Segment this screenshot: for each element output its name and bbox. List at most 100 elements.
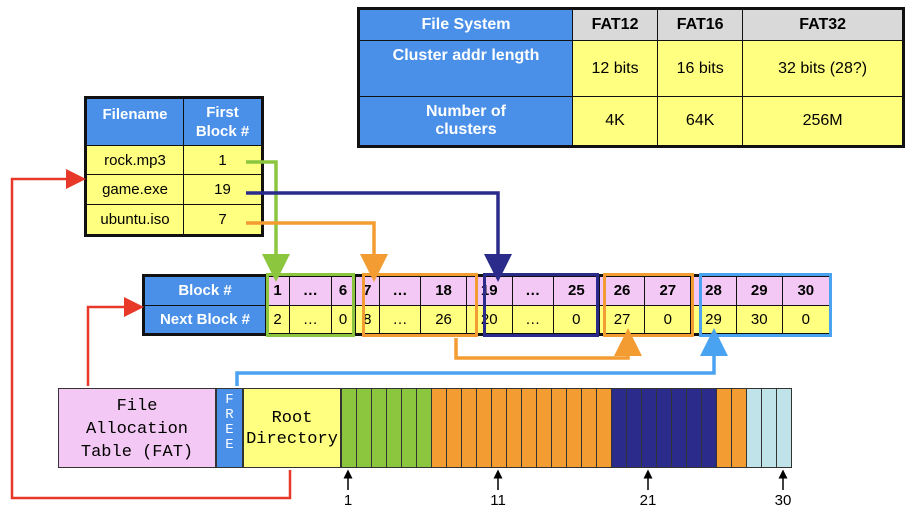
fat-row-label-next: Next Block #	[143, 304, 266, 335]
dir-first-block: 19	[183, 174, 263, 205]
fat-next-cell: 2	[264, 304, 291, 335]
fat-next-cell: 0	[330, 304, 356, 335]
fat-block-cell: 25	[552, 275, 600, 306]
disk-block	[491, 388, 507, 468]
fat-block-cell: 7	[354, 275, 380, 306]
disk-root-directory: Root Directory	[243, 388, 341, 468]
fat-next-cell: …	[378, 304, 422, 335]
tick-label: 21	[639, 492, 657, 509]
fat-next-cell: 0	[781, 304, 832, 335]
free-letter: F	[225, 392, 234, 408]
fat-next-cell: 0	[552, 304, 600, 335]
fat-next-cell: 27	[598, 304, 646, 335]
arrow-fat-to-table	[86, 297, 144, 386]
dir-filename: ubuntu.iso	[85, 203, 184, 237]
fat-region-line: File	[116, 397, 158, 416]
dir-header-first-block: First Block #	[183, 97, 263, 146]
fs-cell: 256M	[742, 96, 904, 147]
free-letter: R	[225, 407, 234, 423]
fat-next-cell: 0	[644, 304, 692, 335]
fs-header-label: File System	[358, 8, 573, 41]
fat-block-cell: 19	[465, 275, 513, 306]
disk-block	[446, 388, 462, 468]
disk-block	[671, 388, 687, 468]
root-line: Directory	[246, 430, 338, 449]
fs-header-fat16: FAT16	[657, 8, 744, 41]
fs-row-label: Cluster addr length	[358, 40, 573, 97]
dir-filename: rock.mp3	[85, 144, 184, 176]
fs-cell: 32 bits (28?)	[742, 40, 904, 97]
disk-block	[596, 388, 612, 468]
fat-block-cell: 6	[330, 275, 356, 306]
fs-cell: 12 bits	[571, 40, 659, 97]
fs-comparison-table: File System FAT12 FAT16 FAT32 Cluster ad…	[357, 7, 905, 148]
disk-block	[731, 388, 747, 468]
disk-block	[581, 388, 597, 468]
disk-block	[416, 388, 432, 468]
dir-header-filename: Filename	[85, 97, 184, 146]
disk-block	[356, 388, 372, 468]
disk-block	[536, 388, 552, 468]
disk-block	[341, 388, 357, 468]
fat-region-line: Table (FAT)	[80, 443, 194, 462]
disk-block	[371, 388, 387, 468]
tick-label: 11	[490, 492, 506, 509]
fat-next-cell: 29	[690, 304, 737, 335]
fs-header-fat12: FAT12	[571, 8, 659, 41]
free-letter: E	[225, 437, 234, 453]
fat-next-cell: …	[511, 304, 554, 335]
disk-block	[746, 388, 762, 468]
fat-block-cell: …	[378, 275, 422, 306]
disk-block	[686, 388, 702, 468]
fat-next-cell: 26	[420, 304, 467, 335]
disk-fat-region: File Allocation Table (FAT)	[58, 388, 216, 468]
fs-header-fat32: FAT32	[742, 8, 904, 41]
disk-block	[551, 388, 567, 468]
fat-next-cell: …	[289, 304, 332, 335]
disk-block	[776, 388, 792, 468]
fat-block-cell: 30	[781, 275, 832, 306]
fat-block-cell: …	[289, 275, 332, 306]
disk-block	[521, 388, 537, 468]
root-line: Root	[271, 409, 313, 428]
fs-row-label: Number of clusters	[358, 96, 573, 147]
disk-block	[401, 388, 417, 468]
fat-block-cell: 26	[598, 275, 646, 306]
disk-free-region: F R E E	[216, 388, 243, 468]
arrow-game-to-block19	[246, 191, 512, 282]
dir-first-block: 7	[183, 203, 263, 237]
fs-cell: 64K	[657, 96, 744, 147]
fs-cell: 4K	[571, 96, 659, 147]
disk-block	[701, 388, 717, 468]
disk-block	[461, 388, 477, 468]
fat-block-cell: 27	[644, 275, 692, 306]
fs-cell: 16 bits	[657, 40, 744, 97]
arrow-18-to-26	[454, 328, 642, 360]
fat-block-cell: 18	[420, 275, 467, 306]
fat-block-cell: 29	[735, 275, 783, 306]
disk-block	[716, 388, 732, 468]
arrow-ubuntu-to-block7	[246, 221, 388, 282]
fat-block-cell: …	[511, 275, 554, 306]
disk-block	[386, 388, 402, 468]
directory-table: Filename First Block # rock.mp3 1 game.e…	[84, 96, 264, 237]
arrow-free-to-28	[235, 328, 728, 386]
fat-block-cell: 1	[264, 275, 291, 306]
disk-block	[641, 388, 657, 468]
disk-block	[626, 388, 642, 468]
fat-region-line: Allocation	[85, 420, 189, 439]
dir-filename: game.exe	[85, 174, 184, 205]
disk-block	[476, 388, 492, 468]
tick-label: 1	[343, 492, 353, 509]
disk-block	[431, 388, 447, 468]
disk-block	[611, 388, 627, 468]
fat-row-label-block: Block #	[143, 275, 266, 306]
disk-block	[566, 388, 582, 468]
fat-block-cell: 28	[690, 275, 737, 306]
fat-next-cell: 20	[465, 304, 513, 335]
fat-next-cell: 30	[735, 304, 783, 335]
tick-label: 30	[774, 492, 792, 509]
disk-block	[761, 388, 777, 468]
fat-next-cell: 8	[354, 304, 380, 335]
